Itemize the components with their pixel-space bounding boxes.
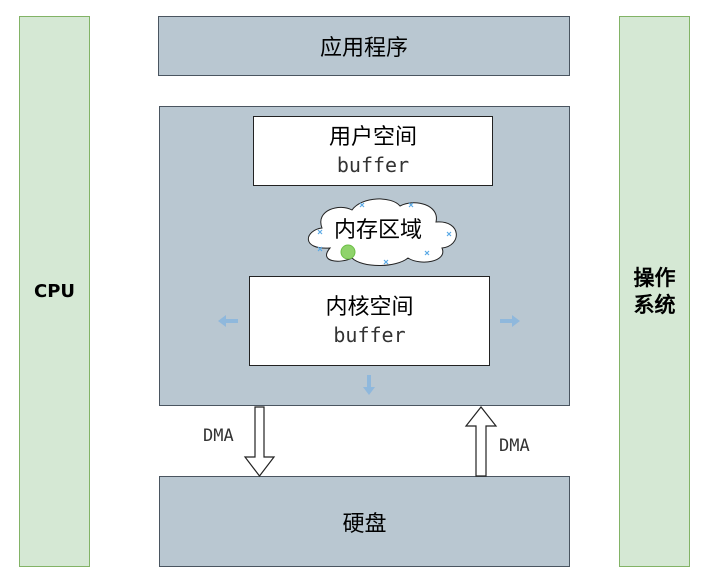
hint-arrow-right-icon: [500, 315, 520, 327]
user-space-title: 用户空间: [328, 125, 417, 150]
hint-arrow-down-icon: [363, 375, 375, 395]
disk-box: 硬盘: [159, 476, 570, 567]
application-box: 应用程序: [158, 16, 570, 76]
hint-arrow-left-icon: [218, 315, 238, 327]
disk-label: 硬盘: [342, 511, 387, 537]
kernel-space-box: 内核空间 buffer: [249, 276, 490, 366]
cpu-panel: CPU: [19, 16, 90, 567]
user-space-box: 用户空间 buffer: [253, 116, 493, 186]
dma-up-arrow-icon: [464, 406, 498, 477]
application-label: 应用程序: [319, 36, 408, 61]
memory-cloud-label-wrap: 内存区域: [318, 213, 438, 243]
hint-arrows: [218, 315, 520, 395]
kernel-space-title: 内核空间: [325, 295, 414, 320]
kernel-space-buffer: buffer: [333, 323, 406, 347]
cloud-rotate-handle: [340, 244, 356, 260]
os-label-line2: 系统: [633, 292, 676, 317]
memory-cloud-label: 内存区域: [333, 218, 422, 243]
cloud-selection-handles: [317, 202, 452, 265]
dma-up-label: DMA: [499, 436, 530, 456]
user-space-buffer: buffer: [336, 153, 410, 177]
dma-down-label: DMA: [203, 426, 234, 446]
os-label-line1: 操作: [633, 265, 676, 290]
cpu-label: CPU: [33, 281, 76, 302]
dma-down-arrow-icon: [243, 406, 276, 477]
os-panel: 操作 系统: [619, 16, 690, 567]
